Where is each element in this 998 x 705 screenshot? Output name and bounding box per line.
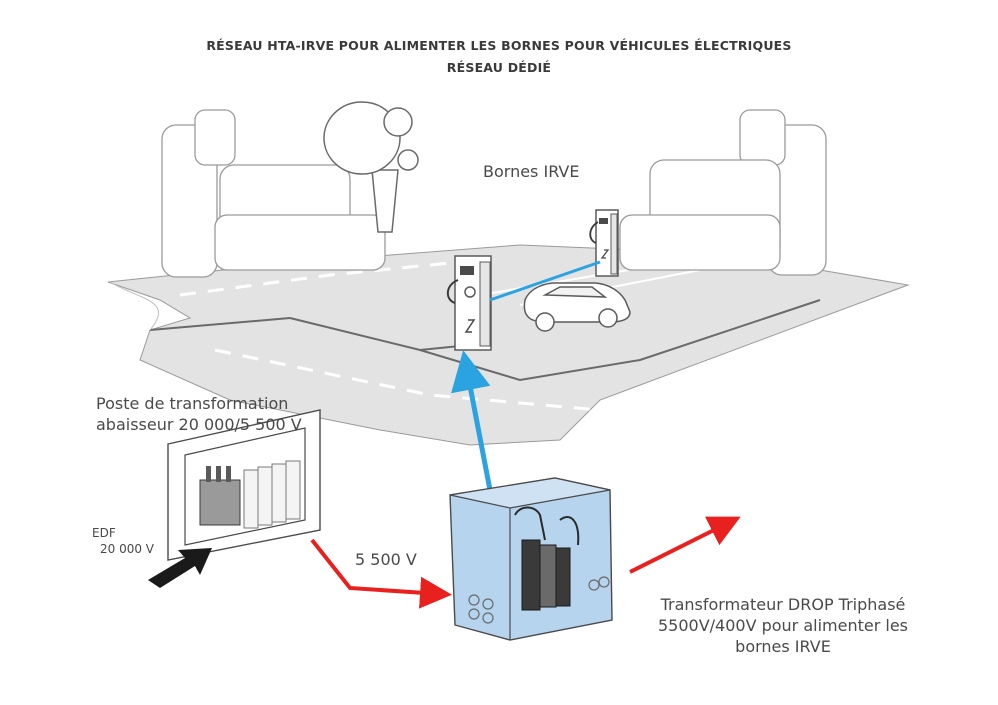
drop-label-line3: bornes IRVE	[735, 637, 831, 656]
irve-supply-arrow	[451, 350, 493, 491]
street-scene	[107, 244, 910, 446]
edf-label: EDF 20 000 V	[82, 525, 154, 557]
poste-label-line2: abaisseur 20 000/5 500 V	[96, 415, 302, 434]
drop-label-line1: Transformateur DROP Triphasé	[660, 595, 906, 614]
bornes-label: Bornes IRVE	[483, 162, 580, 181]
electric-car	[523, 282, 631, 332]
building-left	[161, 109, 386, 278]
transformer-core	[521, 539, 571, 611]
poste-label-line1: Poste de transformation	[96, 394, 289, 413]
drop-label-line2: 5500V/400V pour alimenter les	[657, 616, 909, 635]
switchgear-cells	[243, 460, 301, 529]
building-right	[619, 109, 827, 276]
irve-cable	[489, 260, 601, 302]
feed-arrow-5500v	[310, 538, 452, 609]
diagram-title-line1: RÉSEAU HTA-IRVE POUR ALIMENTER LES BORNE…	[206, 38, 792, 53]
diagram-title-line2: RÉSEAU DÉDIÉ	[446, 60, 552, 75]
edf-input-arrow	[148, 548, 212, 588]
transformer-unit	[199, 479, 241, 526]
voltage-label: 5 500 V	[355, 550, 417, 569]
edf-label-line1: EDF	[92, 526, 116, 540]
poste-label: Poste de transformation abaisseur 20 000…	[96, 393, 302, 435]
drop-transformer-label: Transformateur DROP Triphasé 5500V/400V …	[628, 594, 938, 657]
edf-label-line2: 20 000 V	[99, 542, 154, 556]
output-arrow-400v	[629, 516, 741, 574]
ground-area	[107, 244, 910, 446]
drop-transformer	[449, 477, 613, 641]
charging-station-back	[589, 209, 619, 277]
substation	[167, 409, 321, 561]
tree	[323, 101, 419, 233]
cable-ports	[468, 576, 610, 624]
charging-station-front	[446, 255, 492, 351]
